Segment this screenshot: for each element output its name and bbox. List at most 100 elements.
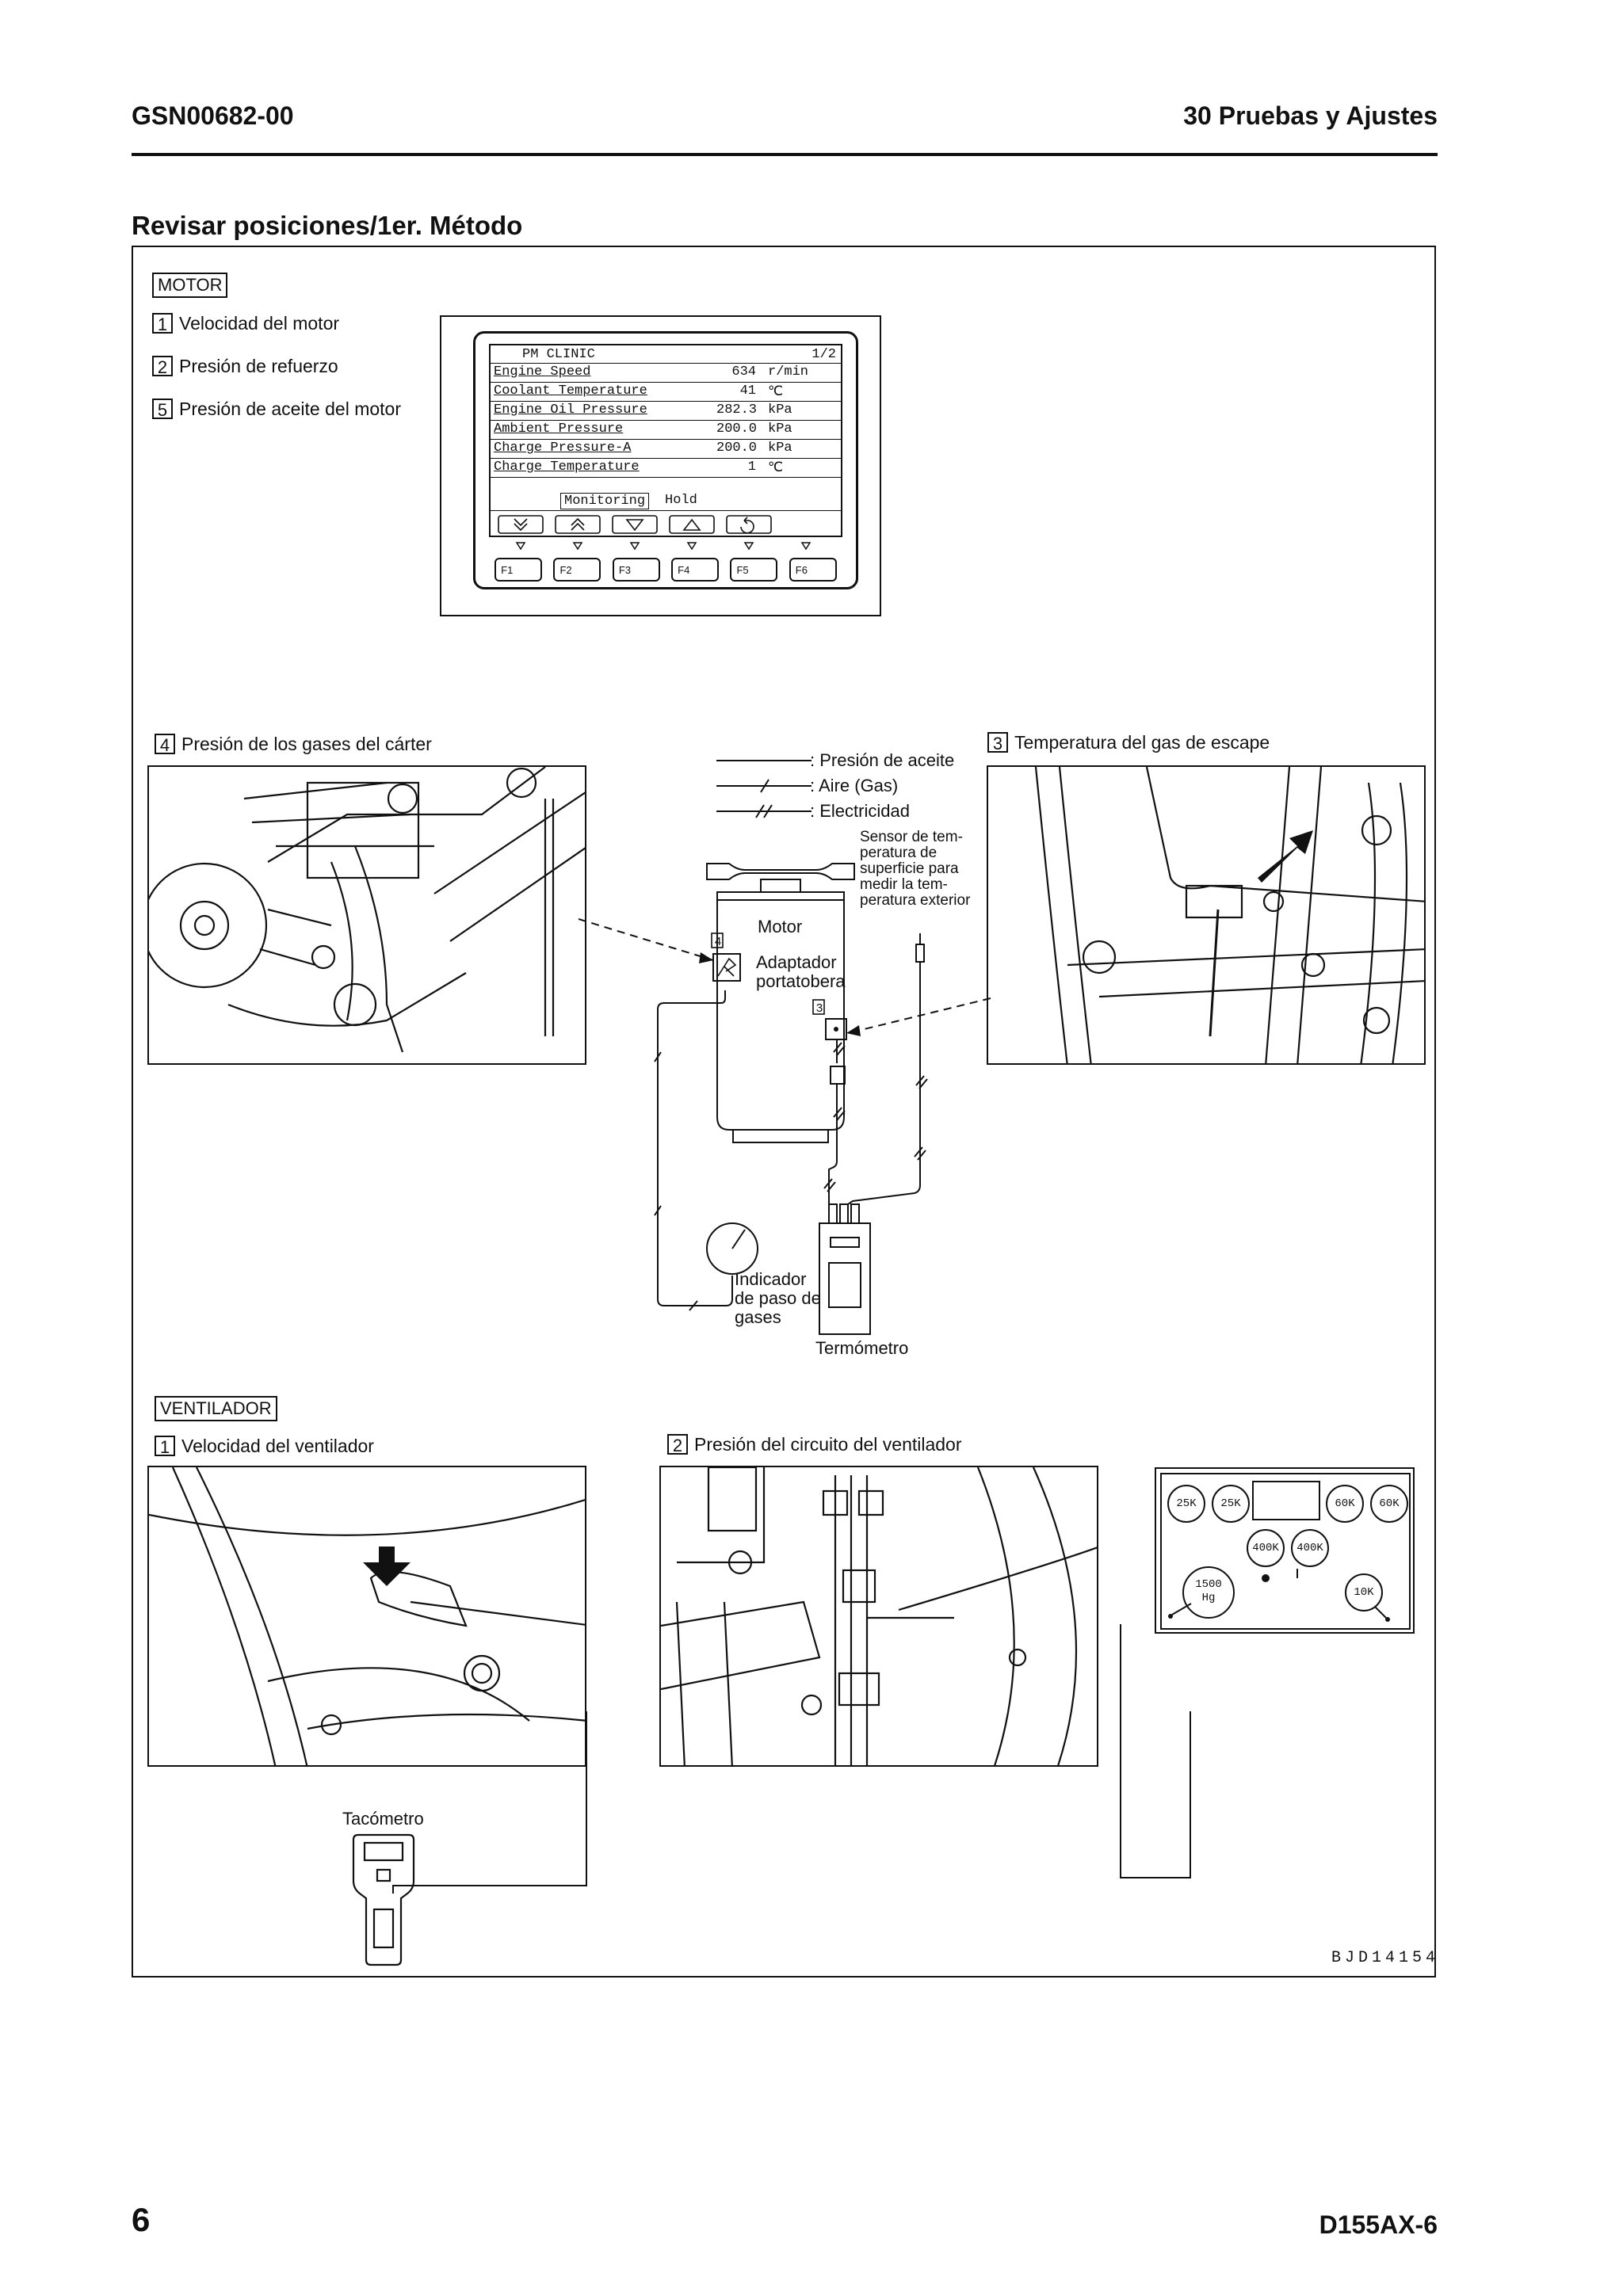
screen-page: 1/2 bbox=[812, 347, 836, 362]
item-text: Presión de los gases del cárter bbox=[181, 734, 432, 754]
motor-item: 1 Velocidad del motor bbox=[152, 311, 401, 335]
motor-item-list: 1 Velocidad del motor 2 Presión de refue… bbox=[152, 311, 401, 421]
page-title: Revisar posiciones/1er. Método bbox=[132, 211, 523, 240]
gauge-1500hg: 1500 Hg bbox=[1191, 1578, 1226, 1605]
exhaust-photo bbox=[987, 765, 1426, 1065]
line-legend bbox=[716, 760, 812, 818]
section-header: 30 Pruebas y Ajustes bbox=[1183, 101, 1438, 130]
adapter-icon bbox=[717, 957, 737, 977]
row-name: Ambient Pressure bbox=[494, 421, 624, 437]
row-value: 200.0 bbox=[716, 441, 758, 456]
row-value: 282.3 bbox=[716, 402, 758, 418]
arrow-icon bbox=[363, 1547, 411, 1586]
row-unit: ℃ bbox=[768, 385, 784, 400]
row-unit: kPa bbox=[768, 402, 792, 418]
monitor-bezel bbox=[473, 331, 858, 589]
gauge-25k: 25K bbox=[1220, 1497, 1241, 1510]
screen-title: PM CLINIC bbox=[522, 347, 595, 362]
f5-key[interactable]: F5 bbox=[730, 558, 778, 582]
soft-key-icons bbox=[498, 515, 772, 534]
gauge-unit: Hg bbox=[1201, 1592, 1216, 1604]
fan-label: VENTILADOR bbox=[155, 1396, 277, 1421]
row-value: 634 bbox=[731, 364, 756, 379]
fan-pressure-photo bbox=[659, 1466, 1098, 1767]
gauge-60k: 60K bbox=[1379, 1497, 1400, 1510]
item-number: 2 bbox=[667, 1434, 688, 1455]
motor-label-diagram: Motor bbox=[758, 917, 803, 936]
crankcase-caption: 4 Presión de los gases del cárter bbox=[155, 732, 432, 756]
connection-lines bbox=[392, 1624, 1191, 1894]
crankcase-photo bbox=[147, 765, 586, 1065]
f3-key[interactable]: F3 bbox=[612, 558, 660, 582]
page-number: 6 bbox=[132, 2201, 151, 2238]
sensor-note: Sensor de tem- peratura de superficie pa… bbox=[860, 830, 970, 909]
item-text: Velocidad del ventilador bbox=[181, 1436, 374, 1456]
document-code: GSN00682-00 bbox=[132, 101, 294, 130]
screen-rows: Engine Speed 634 r/min Coolant Temperatu… bbox=[491, 363, 841, 478]
exhaust-illustration bbox=[1034, 767, 1424, 1063]
item-number: 4 bbox=[155, 734, 175, 755]
screen-row: Charge Pressure-A 200.0 kPa bbox=[491, 439, 841, 458]
adapter-label: Adaptador portatobera bbox=[756, 953, 846, 991]
row-unit: ℃ bbox=[768, 461, 784, 476]
f1-key[interactable]: F1 bbox=[495, 558, 543, 582]
note-line: peratura de bbox=[860, 845, 938, 861]
label-line: Indicador bbox=[735, 1269, 807, 1289]
item-text: Velocidad del motor bbox=[179, 313, 340, 334]
gauge-25k: 25K bbox=[1176, 1497, 1197, 1510]
fan-speed-caption: 1 Velocidad del ventilador bbox=[155, 1434, 374, 1458]
note-line: medir la tem- bbox=[860, 876, 948, 893]
exhaust-caption: 3 Temperatura del gas de escape bbox=[987, 730, 1270, 754]
f4-key[interactable]: F4 bbox=[671, 558, 720, 582]
screen-row: Ambient Pressure 200.0 kPa bbox=[491, 420, 841, 439]
screen-row: Engine Oil Pressure 282.3 kPa bbox=[491, 401, 841, 420]
box4-number: 4 bbox=[714, 935, 722, 948]
item-text: Presión del circuito del ventilador bbox=[694, 1434, 962, 1455]
function-key-row: F1 F2 F3 F4 F5 F6 bbox=[489, 553, 842, 586]
f2-key[interactable]: F2 bbox=[553, 558, 601, 582]
box3-number: 3 bbox=[815, 1001, 823, 1015]
gauge-400k: 400K bbox=[1296, 1542, 1323, 1554]
gauge-10k: 10K bbox=[1354, 1586, 1374, 1599]
note-line: Sensor de tem- bbox=[860, 829, 963, 845]
row-name: Charge Temperature bbox=[494, 460, 640, 475]
screen-soft-keys bbox=[491, 510, 841, 538]
row-value: 41 bbox=[739, 383, 756, 399]
gauge-60k: 60K bbox=[1335, 1497, 1355, 1510]
f6-key[interactable]: F6 bbox=[789, 558, 837, 582]
legend-oil: : Presión de aceite bbox=[810, 750, 955, 770]
row-value: 1 bbox=[747, 460, 756, 475]
screen-row: Coolant Temperature 41 ℃ bbox=[491, 382, 841, 401]
gauge-value: 1500 bbox=[1195, 1578, 1222, 1591]
header-rule bbox=[132, 153, 1438, 156]
thermometer-label: Termómetro bbox=[815, 1338, 909, 1358]
measurement-diagram bbox=[579, 863, 991, 1335]
hold-tag: Hold bbox=[665, 493, 697, 508]
gauge-400k: 400K bbox=[1252, 1542, 1279, 1554]
screen-row: Charge Temperature 1 ℃ bbox=[491, 458, 841, 478]
label-line: gases bbox=[735, 1307, 781, 1327]
fan-speed-photo bbox=[147, 1466, 586, 1767]
tachometer-label: Tacómetro bbox=[342, 1809, 424, 1829]
engine-illustration bbox=[149, 767, 585, 1053]
note-line: superficie para bbox=[860, 860, 959, 877]
hydraulic-illustration bbox=[661, 1467, 1097, 1765]
row-unit: kPa bbox=[768, 421, 792, 437]
item-number: 1 bbox=[152, 313, 173, 334]
item-text: Presión de aceite del motor bbox=[179, 399, 401, 419]
item-number: 1 bbox=[155, 1436, 175, 1457]
row-name: Engine Speed bbox=[494, 364, 591, 379]
monitoring-tag: Monitoring bbox=[560, 493, 650, 509]
item-text: Presión de refuerzo bbox=[179, 356, 338, 376]
monitor-panel: PM CLINIC 1/2 Engine Speed 634 r/min Coo… bbox=[440, 315, 881, 616]
row-unit: r/min bbox=[768, 364, 809, 379]
item-number: 5 bbox=[152, 399, 173, 420]
label-line: de paso de bbox=[735, 1288, 821, 1308]
pressure-gauge-panel: 25K 25K 60K 60K 400K 400K 1500 Hg 10K bbox=[1155, 1467, 1415, 1634]
row-unit: kPa bbox=[768, 441, 792, 456]
legend-air: : Aire (Gas) bbox=[810, 776, 899, 795]
gauge-panel-drawing bbox=[1160, 1473, 1411, 1630]
note-line: peratura exterior bbox=[860, 892, 971, 909]
item-number: 2 bbox=[152, 356, 173, 377]
row-name: Charge Pressure-A bbox=[494, 441, 632, 456]
